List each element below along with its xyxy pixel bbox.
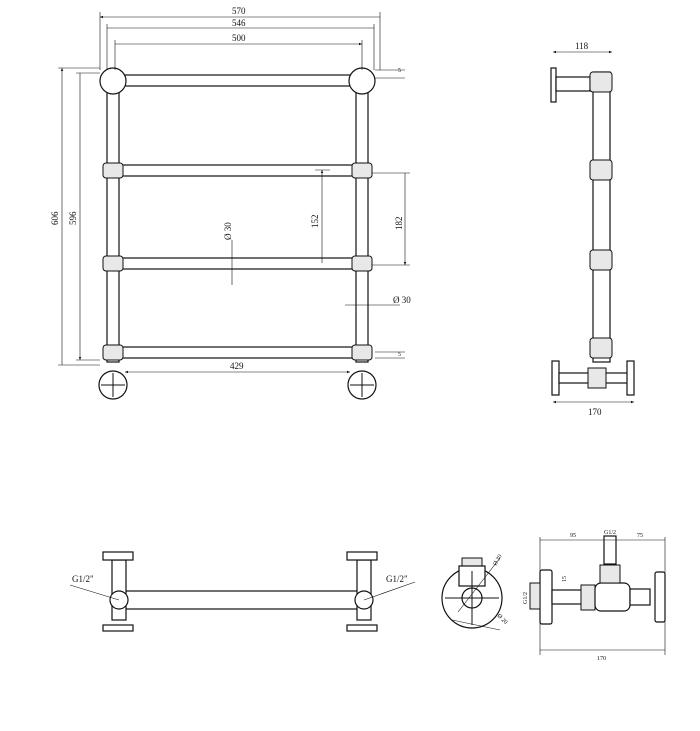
dim-valve-170: 170 [597, 656, 606, 662]
dim-rail-diameter: Ø 30 [223, 222, 233, 240]
label-g12-left: G1/2 [523, 592, 529, 604]
label-d20: Ø 20 [496, 613, 509, 626]
top-view: G1/2" G1/2" [69, 551, 416, 632]
dim-546: 546 [232, 18, 246, 28]
right-post [355, 71, 369, 363]
label-g12-right: G1/2" [386, 574, 408, 584]
dim-429: 429 [230, 361, 244, 371]
front-view: 570 546 500 606 596 152 182 Ø 30 Ø 30 5 … [50, 6, 411, 400]
label-g12-left: G1/2" [72, 574, 94, 584]
dim-15: 15 [562, 576, 568, 582]
dim-top-5: 5 [398, 68, 401, 74]
dim-182: 182 [394, 217, 404, 231]
rails [118, 74, 357, 359]
dim-570: 570 [232, 6, 246, 16]
side-view: 118 170 [550, 41, 635, 417]
dim-152: 152 [310, 215, 320, 229]
valve-end-view: Ø 30 Ø 20 [441, 554, 509, 631]
dim-side-170: 170 [588, 407, 602, 417]
dim-606: 606 [50, 211, 60, 225]
dim-500: 500 [232, 33, 246, 43]
dim-596: 596 [68, 211, 78, 225]
left-post [106, 71, 120, 363]
dim-75: 75 [637, 533, 643, 539]
valve-side-view: 95 G1/2 75 15 G1/2 170 [523, 530, 666, 662]
label-g12-top: G1/2 [604, 530, 616, 536]
dim-bottom-5: 5 [398, 352, 401, 358]
dim-118: 118 [575, 41, 589, 51]
top-right-bracket [348, 67, 376, 95]
label-d30: Ø 30 [493, 554, 504, 567]
top-left-bracket [99, 67, 127, 95]
dim-post-diameter: Ø 30 [393, 295, 411, 305]
dim-95: 95 [570, 533, 576, 539]
